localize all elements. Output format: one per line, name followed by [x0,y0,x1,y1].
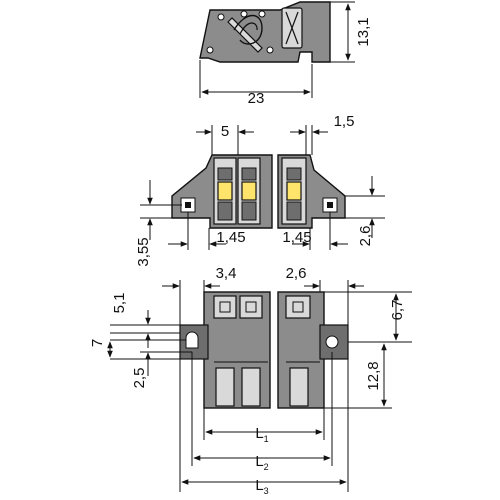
plan-view-dimensions: 3,4 2,6 5,1 7 2,5 6,7 12,8 L1 [89,265,412,496]
window-2 [241,181,257,201]
plan-view [179,291,349,409]
label-dim-26: 2,6 [286,265,307,282]
front-view-dimensions: 5 1,5 3,55 1,45 1,45 2,6 [135,113,385,267]
label-dim-25: 2,5 [131,368,148,389]
label-pitch: 5 [221,123,229,140]
label-dim-128: 12,8 [365,361,382,390]
label-L1-sub: 1 [264,434,269,444]
front-view [171,154,346,229]
label-flange-front: 2,6 [357,226,374,247]
label-height-top: 13,1 [355,17,372,46]
label-L3-sub: 3 [264,486,269,496]
label-dim-51: 5,1 [111,293,128,314]
label-height-front: 3,55 [135,237,152,266]
label-pin-left: 1,45 [216,229,245,246]
label-dim-34: 3,4 [216,265,237,282]
label-dim-7: 7 [89,339,106,347]
label-L2: L2 [255,453,268,472]
label-offset-right: 1,5 [334,113,355,130]
label-width-top: 23 [248,90,265,107]
label-L1: L1 [255,425,268,444]
label-L3: L3 [255,477,268,496]
label-dim-67: 6,7 [389,300,406,321]
window-1 [217,181,233,201]
window-3 [286,181,302,201]
label-pin-right: 1,45 [282,229,311,246]
label-L2-sub: 2 [264,462,269,472]
side-profile-dimensions: 13,1 23 [199,1,372,107]
side-profile-view [199,1,331,63]
